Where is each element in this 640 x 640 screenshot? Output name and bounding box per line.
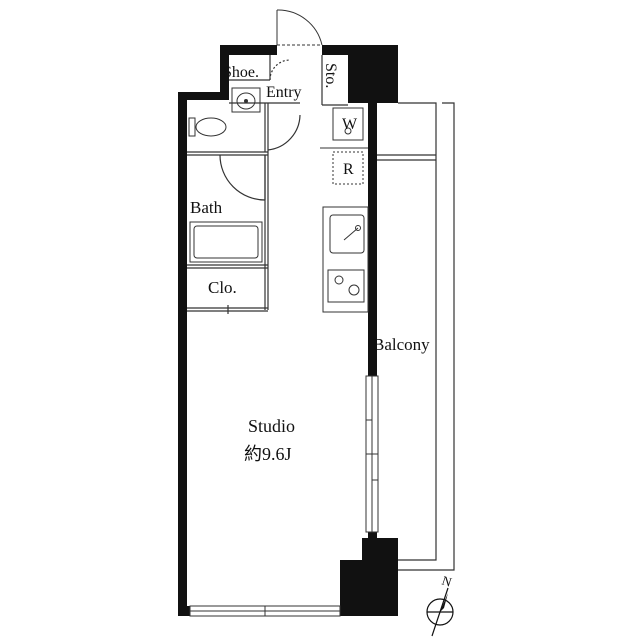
partitions [187, 55, 348, 314]
label-studio: Studio [248, 416, 295, 436]
fridge-box [332, 151, 364, 185]
wall-upper-right-block [348, 45, 398, 103]
kitchen [320, 107, 369, 313]
kitchen-sink [329, 214, 365, 254]
label-entry: Entry [266, 84, 302, 101]
label-balcony: Balcony [373, 335, 430, 354]
bathtub [189, 221, 263, 263]
compass: N [426, 573, 454, 637]
washbasin [231, 87, 261, 113]
wall-left [178, 95, 187, 616]
wall-right-upper [368, 100, 377, 376]
entry-door [276, 9, 323, 46]
label-shoe: Shoe. [223, 64, 259, 81]
balcony-window [365, 375, 379, 533]
label-storage: Sto. [322, 63, 339, 88]
kitchen-counter [322, 206, 369, 313]
label-bath: Bath [190, 198, 223, 217]
north-arrow-icon [440, 593, 448, 612]
washer-box [332, 107, 364, 141]
compass-north-label: N [440, 573, 454, 590]
label-studio-size: 約9.6J [244, 444, 292, 464]
balcony-outline [377, 102, 455, 571]
wall-entry-top-left [220, 45, 277, 55]
wall-upper-left-step [178, 92, 229, 100]
wall-entry-left-post [220, 45, 229, 97]
stove [327, 269, 365, 303]
wall-bottom-left [178, 606, 190, 616]
toilet [188, 117, 227, 137]
label-fridge: R [343, 161, 354, 178]
wall-lower-right-column [340, 538, 398, 616]
walls [178, 45, 398, 616]
label-washer: W [342, 116, 358, 133]
label-closet: Clo. [208, 278, 237, 297]
wall-entry-top-right [322, 45, 348, 55]
bottom-window [189, 605, 341, 617]
